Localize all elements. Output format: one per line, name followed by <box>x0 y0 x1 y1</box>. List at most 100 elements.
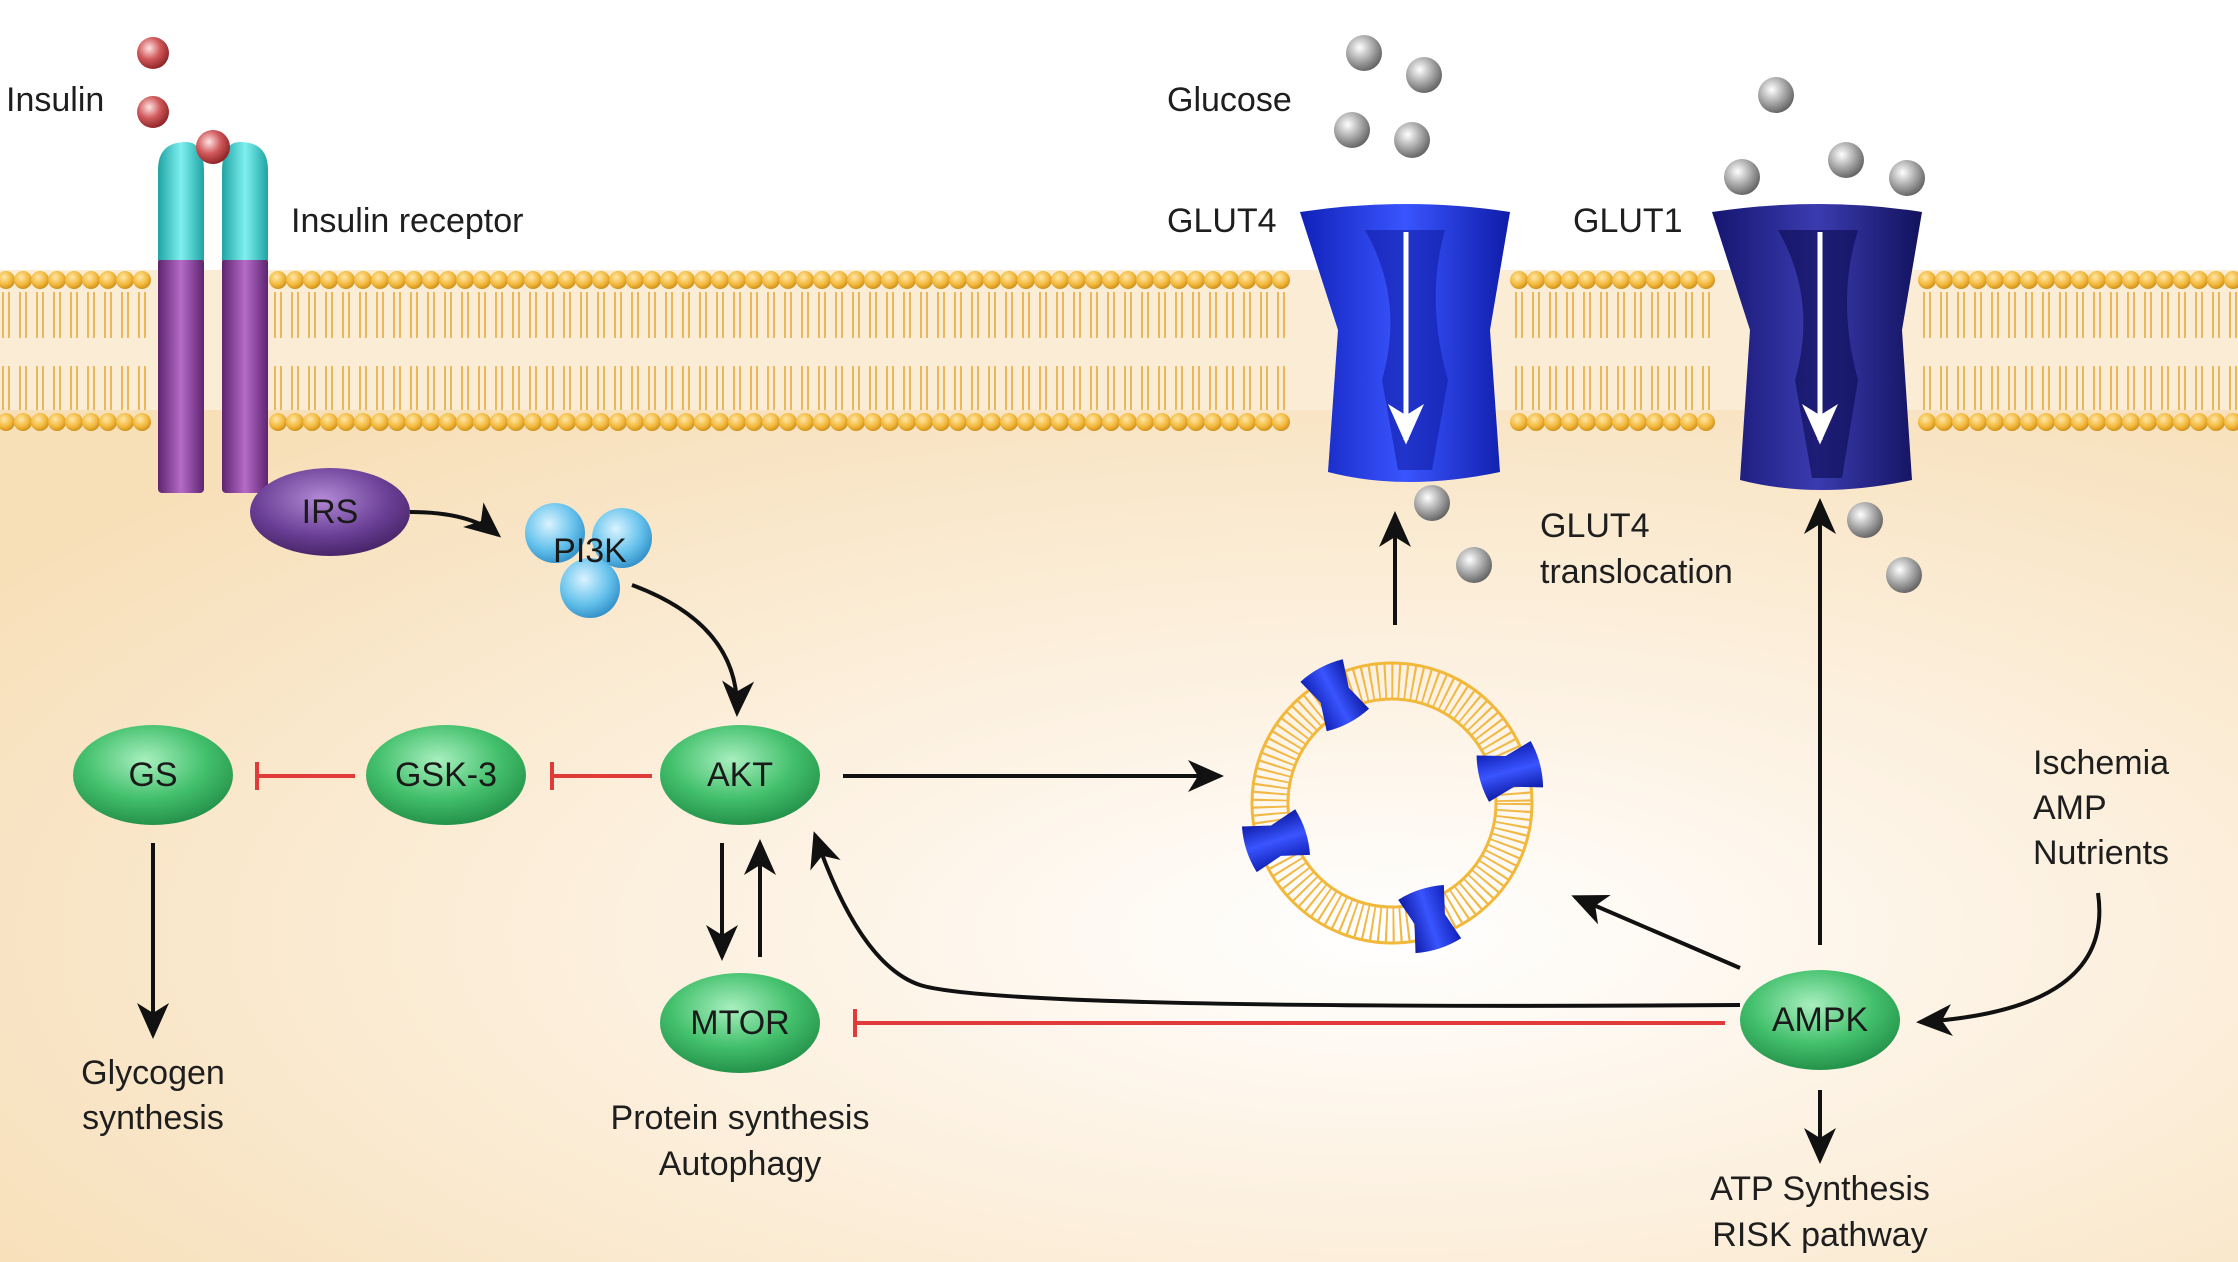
lipid-head <box>949 271 967 289</box>
ampk-label: AMPK <box>1771 1001 1869 1039</box>
insulin-bound-molecule <box>196 130 230 164</box>
lipid-head <box>711 413 729 431</box>
lipid-head <box>728 271 746 289</box>
lipid-tail <box>1549 292 1557 410</box>
lipid-head <box>1578 413 1596 431</box>
lipid-head <box>541 413 559 431</box>
arrow-pi3k-to-akt <box>631 583 755 717</box>
lipid-head <box>2088 271 2106 289</box>
lipid-head <box>303 271 321 289</box>
pi3k-node <box>525 503 652 618</box>
lipid-head <box>1935 413 1953 431</box>
lipid-head <box>2071 271 2089 289</box>
lipid-head <box>1204 413 1222 431</box>
glut4-transporter <box>1300 204 1510 482</box>
lipid-tail <box>1175 292 1183 410</box>
lipid-tail <box>512 292 520 410</box>
lipid-head <box>1578 271 1596 289</box>
lipid-head <box>507 271 525 289</box>
glut1-transporter <box>1712 204 1922 490</box>
lipid-head <box>371 413 389 431</box>
lipid-tail <box>1600 292 1608 410</box>
lipid-head <box>813 271 831 289</box>
lipid-tail <box>19 292 27 410</box>
amp-label: AMP <box>2033 789 2107 827</box>
lipid-tail <box>2195 292 2203 410</box>
lipid-head <box>1646 271 1664 289</box>
lipid-head <box>694 271 712 289</box>
glucose-molecules <box>1334 35 1925 593</box>
lipid-tail <box>1124 292 1132 410</box>
lipid-head <box>1255 413 1273 431</box>
lipid-head <box>1017 413 1035 431</box>
lipid-head <box>2105 271 2123 289</box>
lipid-head <box>286 271 304 289</box>
lipid-head <box>592 413 610 431</box>
lipid-tail <box>274 292 282 410</box>
lipid-tail <box>2212 292 2220 410</box>
lipid-head <box>643 271 661 289</box>
lipid-head <box>337 413 355 431</box>
lipid-head <box>1544 271 1562 289</box>
lipid-head <box>1527 413 1545 431</box>
lipid-head <box>1034 271 1052 289</box>
lipid-head <box>932 413 950 431</box>
lipid-head <box>82 413 100 431</box>
lipid-tail <box>1005 292 1013 410</box>
lipid-head <box>2037 271 2055 289</box>
lipid-tail <box>1974 292 1982 410</box>
lipid-tail <box>2127 292 2135 410</box>
lipid-head <box>915 271 933 289</box>
lipid-head <box>2156 271 2174 289</box>
lipid-tail <box>2144 292 2152 410</box>
lipid-head <box>133 271 151 289</box>
lipid-head <box>2156 413 2174 431</box>
pi3k-label: PI3K <box>553 532 627 570</box>
lipid-head <box>405 271 423 289</box>
lipid-head <box>1986 271 2004 289</box>
lipid-tail <box>1141 292 1149 410</box>
lipid-tail <box>444 292 452 410</box>
lipid-tail <box>1226 292 1234 410</box>
lipid-tail <box>104 292 112 410</box>
lipid-tail <box>87 292 95 410</box>
lipid-head <box>558 271 576 289</box>
lipid-head <box>490 271 508 289</box>
lipid-head <box>320 271 338 289</box>
lipid-head <box>371 271 389 289</box>
lipid-head <box>405 413 423 431</box>
lipid-head <box>1102 271 1120 289</box>
lipid-head <box>2224 271 2238 289</box>
lipid-tail <box>1617 292 1625 410</box>
lipid-head <box>0 413 15 431</box>
lipid-tail <box>1702 292 1710 410</box>
lipid-head <box>2020 413 2038 431</box>
lipid-head <box>1068 271 1086 289</box>
lipid-head <box>2207 271 2225 289</box>
lipid-head <box>14 413 32 431</box>
lipid-head <box>1000 271 1018 289</box>
lipid-tail <box>835 292 843 410</box>
lipid-tail <box>1685 292 1693 410</box>
lipid-tail <box>478 292 486 410</box>
lipid-head <box>422 271 440 289</box>
lipid-tail <box>2178 292 2186 410</box>
lipid-head <box>1680 413 1698 431</box>
lipid-head <box>626 271 644 289</box>
activation-arrows <box>137 498 2102 1164</box>
lipid-head <box>48 413 66 431</box>
lipid-head <box>1510 271 1528 289</box>
lipid-head <box>388 413 406 431</box>
lipid-head <box>2054 271 2072 289</box>
lipid-tail <box>631 292 639 410</box>
lipid-head <box>898 413 916 431</box>
lipid-head <box>966 271 984 289</box>
lipid-tail <box>529 292 537 410</box>
lipid-head <box>762 271 780 289</box>
lipid-head <box>1952 413 1970 431</box>
lipid-tail <box>2076 292 2084 410</box>
lipid-head <box>82 271 100 289</box>
lipid-tail <box>886 292 894 410</box>
lipid-head <box>1136 271 1154 289</box>
irs-label: IRS <box>301 493 359 531</box>
